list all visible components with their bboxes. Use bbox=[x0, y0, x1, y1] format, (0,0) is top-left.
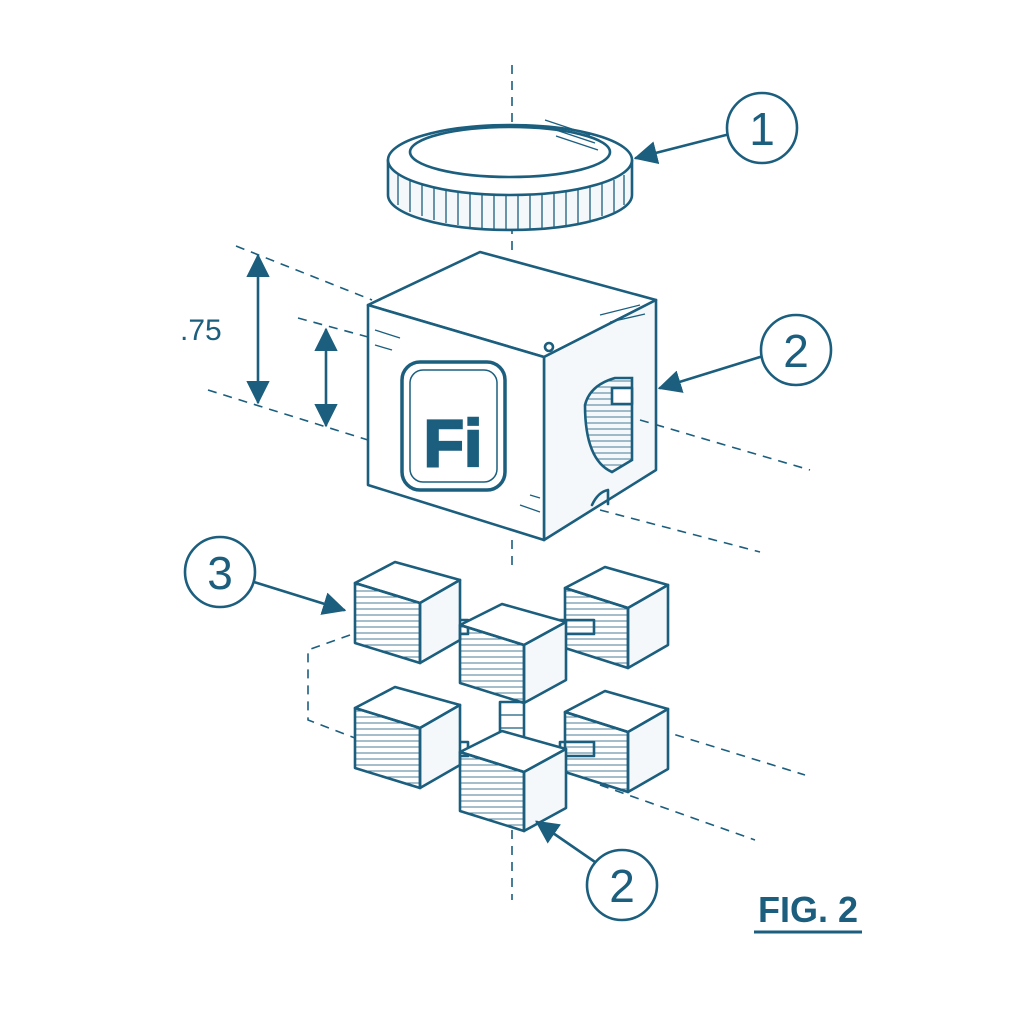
block-cluster-part bbox=[307, 560, 670, 833]
callout-number: 3 bbox=[207, 547, 233, 599]
cutout-tab bbox=[610, 386, 634, 406]
callout-circle bbox=[183, 535, 257, 609]
block bbox=[458, 729, 568, 833]
block bbox=[563, 689, 670, 794]
callout-1: 1 bbox=[633, 91, 799, 165]
callout-number: 1 bbox=[749, 103, 775, 155]
extension-lines bbox=[599, 419, 811, 841]
cluster-bracket bbox=[307, 634, 356, 739]
block bbox=[458, 602, 568, 705]
logo-inner-frame bbox=[409, 369, 498, 483]
callout-circle bbox=[725, 91, 799, 165]
small-hole bbox=[543, 341, 555, 353]
callout-circle bbox=[585, 848, 659, 922]
figure-caption: FIG. 2 bbox=[754, 889, 862, 934]
bottom-notch bbox=[590, 488, 610, 507]
callout-number: 2 bbox=[783, 325, 809, 377]
disc-shading bbox=[544, 119, 599, 151]
callout-circle bbox=[759, 313, 833, 387]
dimension-annotation: .75 bbox=[180, 245, 373, 441]
dimension-label: .75 bbox=[180, 314, 222, 347]
callout-2-cube: 2 bbox=[657, 313, 833, 393]
callout-2-cluster: 2 bbox=[535, 820, 659, 922]
disc-part bbox=[386, 119, 634, 232]
logo-text: Fi bbox=[424, 406, 483, 480]
cube-shading bbox=[374, 304, 646, 513]
main-cube-part: Fi bbox=[366, 250, 658, 542]
callout-3: 3 bbox=[183, 535, 347, 615]
disc-knurl bbox=[397, 175, 625, 230]
callout-number: 2 bbox=[609, 860, 635, 912]
logo-frame bbox=[400, 360, 507, 492]
figure-caption-text: FIG. 2 bbox=[758, 889, 858, 930]
block bbox=[353, 560, 462, 665]
block bbox=[563, 565, 670, 670]
block bbox=[353, 685, 462, 790]
